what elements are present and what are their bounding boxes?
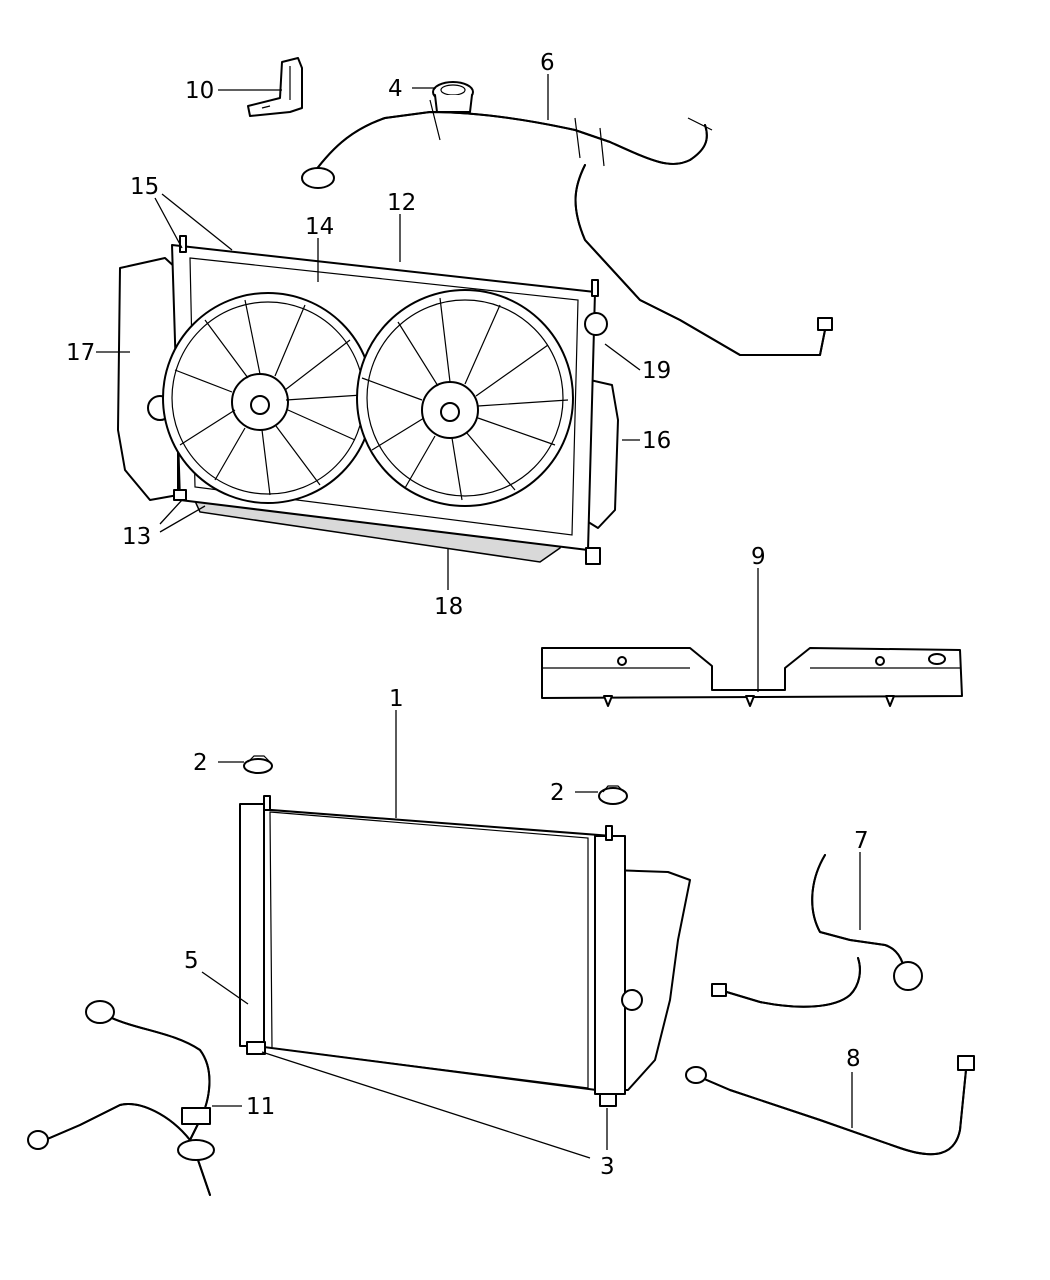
callout-2b: 2	[550, 780, 565, 806]
hose-part-8	[685, 1055, 975, 1156]
callout-9: 9	[751, 544, 766, 570]
hose-part-11	[27, 1000, 215, 1196]
callout-19: 19	[642, 358, 671, 384]
fan-shroud-assembly	[117, 235, 619, 565]
reservoir-left-part-17	[117, 257, 179, 501]
callout-15: 15	[130, 174, 159, 200]
isolator-part-2-left	[243, 755, 273, 774]
support-part-9	[541, 647, 963, 707]
callout-12: 12	[387, 190, 416, 216]
upper-hose-part-6	[301, 99, 833, 356]
callout-16: 16	[642, 428, 671, 454]
isolator-part-13b	[585, 547, 601, 565]
leader-lines	[96, 74, 861, 1159]
isolator-part-13a	[173, 489, 187, 501]
callout-13: 13	[122, 524, 151, 550]
pressure-cap-part-4	[432, 81, 474, 113]
callout-3: 3	[600, 1154, 615, 1180]
callout-4: 4	[388, 76, 403, 102]
callout-18: 18	[434, 594, 463, 620]
callout-2a: 2	[193, 750, 208, 776]
fan-left	[162, 292, 374, 504]
bracket-part-10	[247, 57, 303, 117]
callout-labels: 10 4 6 15 14 12 17 19 16 13 18 9 1 2 2 7…	[66, 50, 869, 1180]
callout-1: 1	[389, 686, 404, 712]
hose-part-7	[711, 854, 923, 1008]
callout-5: 5	[184, 948, 199, 974]
callout-10: 10	[185, 78, 214, 104]
isolator-part-2-right	[598, 785, 628, 805]
callout-6: 6	[540, 50, 555, 76]
fitting-part-19	[584, 312, 608, 336]
callout-8: 8	[846, 1046, 861, 1072]
fan-right	[356, 289, 574, 507]
callout-17: 17	[66, 340, 95, 366]
callout-11: 11	[246, 1094, 275, 1120]
callout-7: 7	[854, 828, 869, 854]
radiator-part-1	[239, 795, 691, 1107]
callout-14: 14	[305, 214, 334, 240]
